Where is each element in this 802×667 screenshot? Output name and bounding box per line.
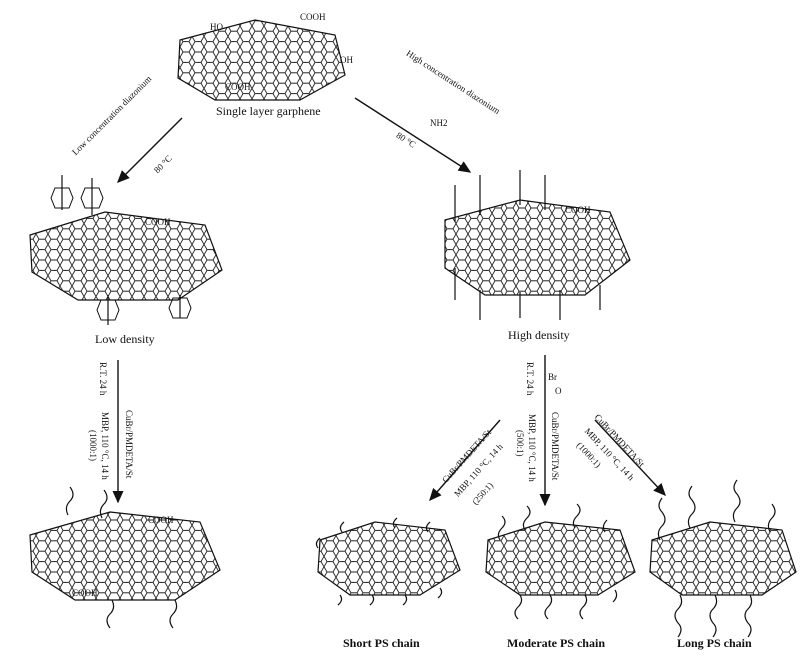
label-short-chain: Short PS chain xyxy=(343,636,420,650)
label-rt-high: R.T. 24 h xyxy=(525,362,535,396)
group-cooh-top: COOH xyxy=(300,12,326,22)
arrow-low-conc xyxy=(117,117,183,183)
graphene-sheet-low-ps xyxy=(29,486,221,629)
graphene-sheet-moderate-ps xyxy=(485,503,636,620)
graphene-sheet-top xyxy=(177,19,346,101)
group-nh2: NH2 xyxy=(430,118,448,128)
group-cooh-lowps: COOH xyxy=(148,515,174,525)
group-ho-top: HO xyxy=(210,22,223,32)
group-cooh-low: COOH xyxy=(145,217,171,227)
group-br: Br xyxy=(548,372,557,382)
label-rt-low: R.T. 24 h xyxy=(98,362,108,396)
label-single-layer: Single layer garphene xyxy=(216,104,321,118)
label-ratio-mod: (500:1) xyxy=(515,430,525,457)
group-cooh-high: COOH xyxy=(565,205,591,215)
label-cat-low: CuBr/PMDETA/St xyxy=(124,410,134,479)
label-mbp-mod: MBP, 110 °C, 14 h xyxy=(527,414,537,482)
group-cooh-lowps2: COOH xyxy=(72,588,98,598)
arrow-high-conc xyxy=(354,97,472,173)
label-long-chain: Long PS chain xyxy=(677,636,752,650)
label-low-density: Low density xyxy=(95,332,155,346)
group-oh-top: OH xyxy=(340,55,353,65)
group-cooh-top2: COOH xyxy=(225,82,251,92)
graphene-sheet-low-density xyxy=(29,175,223,325)
label-cat-mod: CuBr/PMDETA/St xyxy=(550,412,560,481)
group-o: O xyxy=(555,386,562,396)
label-moderate-chain: Moderate PS chain xyxy=(507,636,605,650)
graphene-sheet-high-density xyxy=(444,170,631,320)
graphene-sheet-long-ps xyxy=(649,479,797,638)
arrow-high-to-short xyxy=(429,419,501,502)
label-ratio-low: (1000:1) xyxy=(88,430,98,461)
label-high-density: High density xyxy=(508,328,570,342)
label-mbp-low: MBP, 110 °C, 14 h xyxy=(100,412,110,480)
graphene-sheet-short-ps xyxy=(315,517,461,606)
arrow-high-to-long xyxy=(594,419,666,497)
